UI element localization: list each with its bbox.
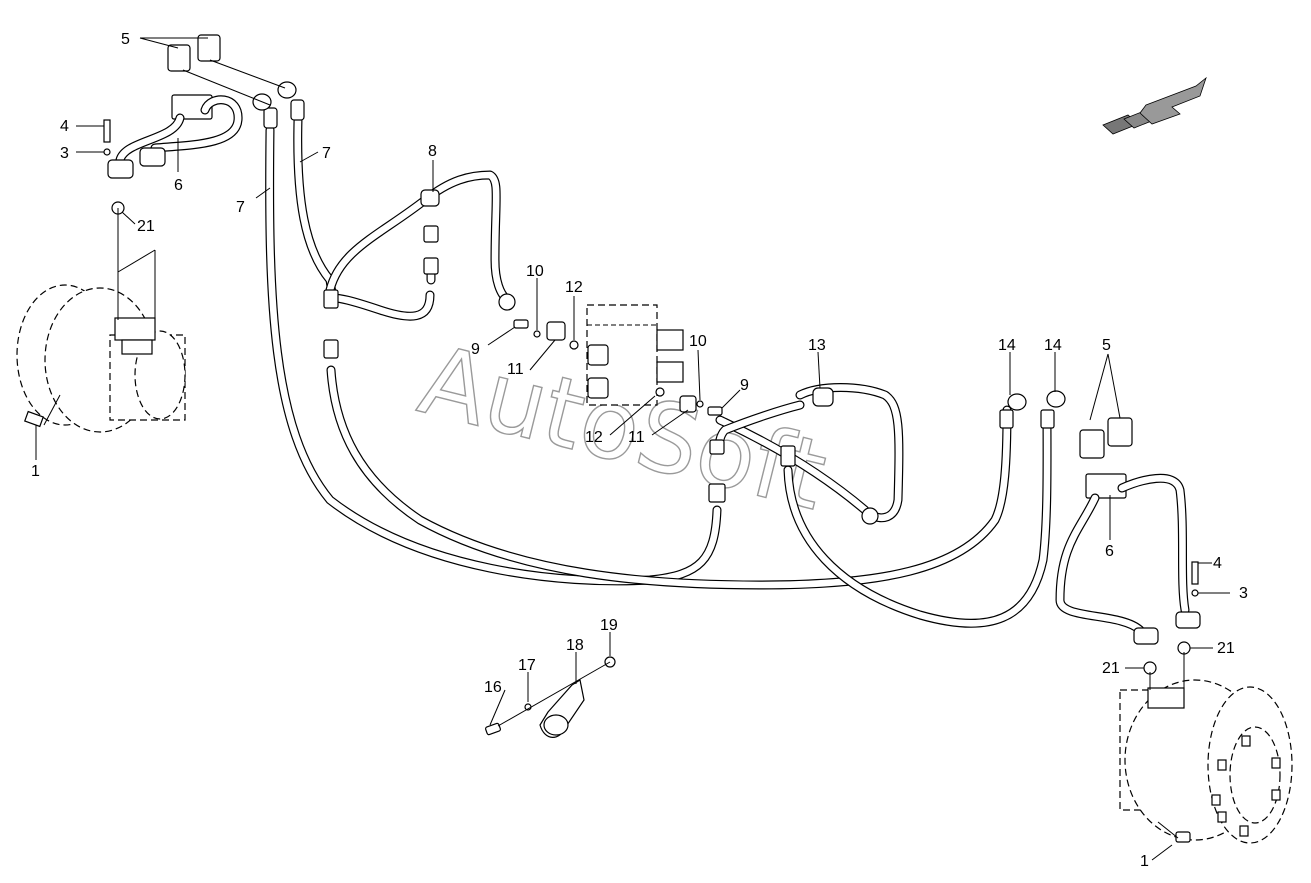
callout-6-right: 6	[1105, 543, 1114, 560]
callout-6-left: 6	[174, 177, 183, 194]
clamp-assembly	[485, 656, 616, 738]
callout-21-right: 21	[1217, 640, 1235, 657]
control-valve-block	[513, 304, 723, 416]
callout-18: 18	[566, 637, 584, 654]
callout-5-left: 5	[121, 31, 130, 48]
callout-21-left: 21	[137, 218, 155, 235]
callout-13: 13	[808, 337, 826, 354]
callout-14-right: 14	[1044, 337, 1062, 354]
leader-lines	[35, 37, 1230, 861]
callout-8: 8	[428, 143, 437, 160]
hose-fittings	[252, 81, 1066, 525]
callout-9-left: 9	[471, 341, 480, 358]
left-manifold-assembly	[103, 34, 286, 215]
wheel-bolts	[1211, 735, 1281, 837]
callout-17: 17	[518, 657, 536, 674]
callout-3-right: 3	[1239, 585, 1248, 602]
callout-9-right: 9	[740, 377, 749, 394]
callout-16: 16	[484, 679, 502, 696]
right-manifold-assembly	[1055, 417, 1201, 675]
callout-labels: 5 4 3 6 21 7 7 8 10 12 9 11 10 9 12 11 1…	[31, 31, 1248, 870]
callout-12-top: 12	[565, 279, 583, 296]
callout-11-right: 11	[628, 429, 645, 446]
callout-7-outer: 7	[322, 145, 331, 162]
callout-12-bottom: 12	[585, 429, 603, 446]
callout-14-left: 14	[998, 337, 1016, 354]
left-travel-motor	[16, 208, 186, 433]
callout-1-right: 1	[1140, 853, 1149, 870]
callout-11-left: 11	[507, 361, 524, 378]
right-travel-motor	[1119, 652, 1293, 844]
callout-3-left: 3	[60, 145, 69, 162]
callout-1-left: 1	[31, 463, 40, 480]
callout-7-inner: 7	[236, 199, 245, 216]
callout-10-left: 10	[526, 263, 544, 280]
callout-4-left: 4	[60, 118, 69, 135]
callout-19: 19	[600, 617, 618, 634]
direction-arrow-icon	[1102, 76, 1207, 135]
callout-5-right: 5	[1102, 337, 1111, 354]
callout-10-right: 10	[689, 333, 707, 350]
callout-21-right-lower: 21	[1102, 660, 1120, 677]
callout-4-right: 4	[1213, 555, 1222, 572]
